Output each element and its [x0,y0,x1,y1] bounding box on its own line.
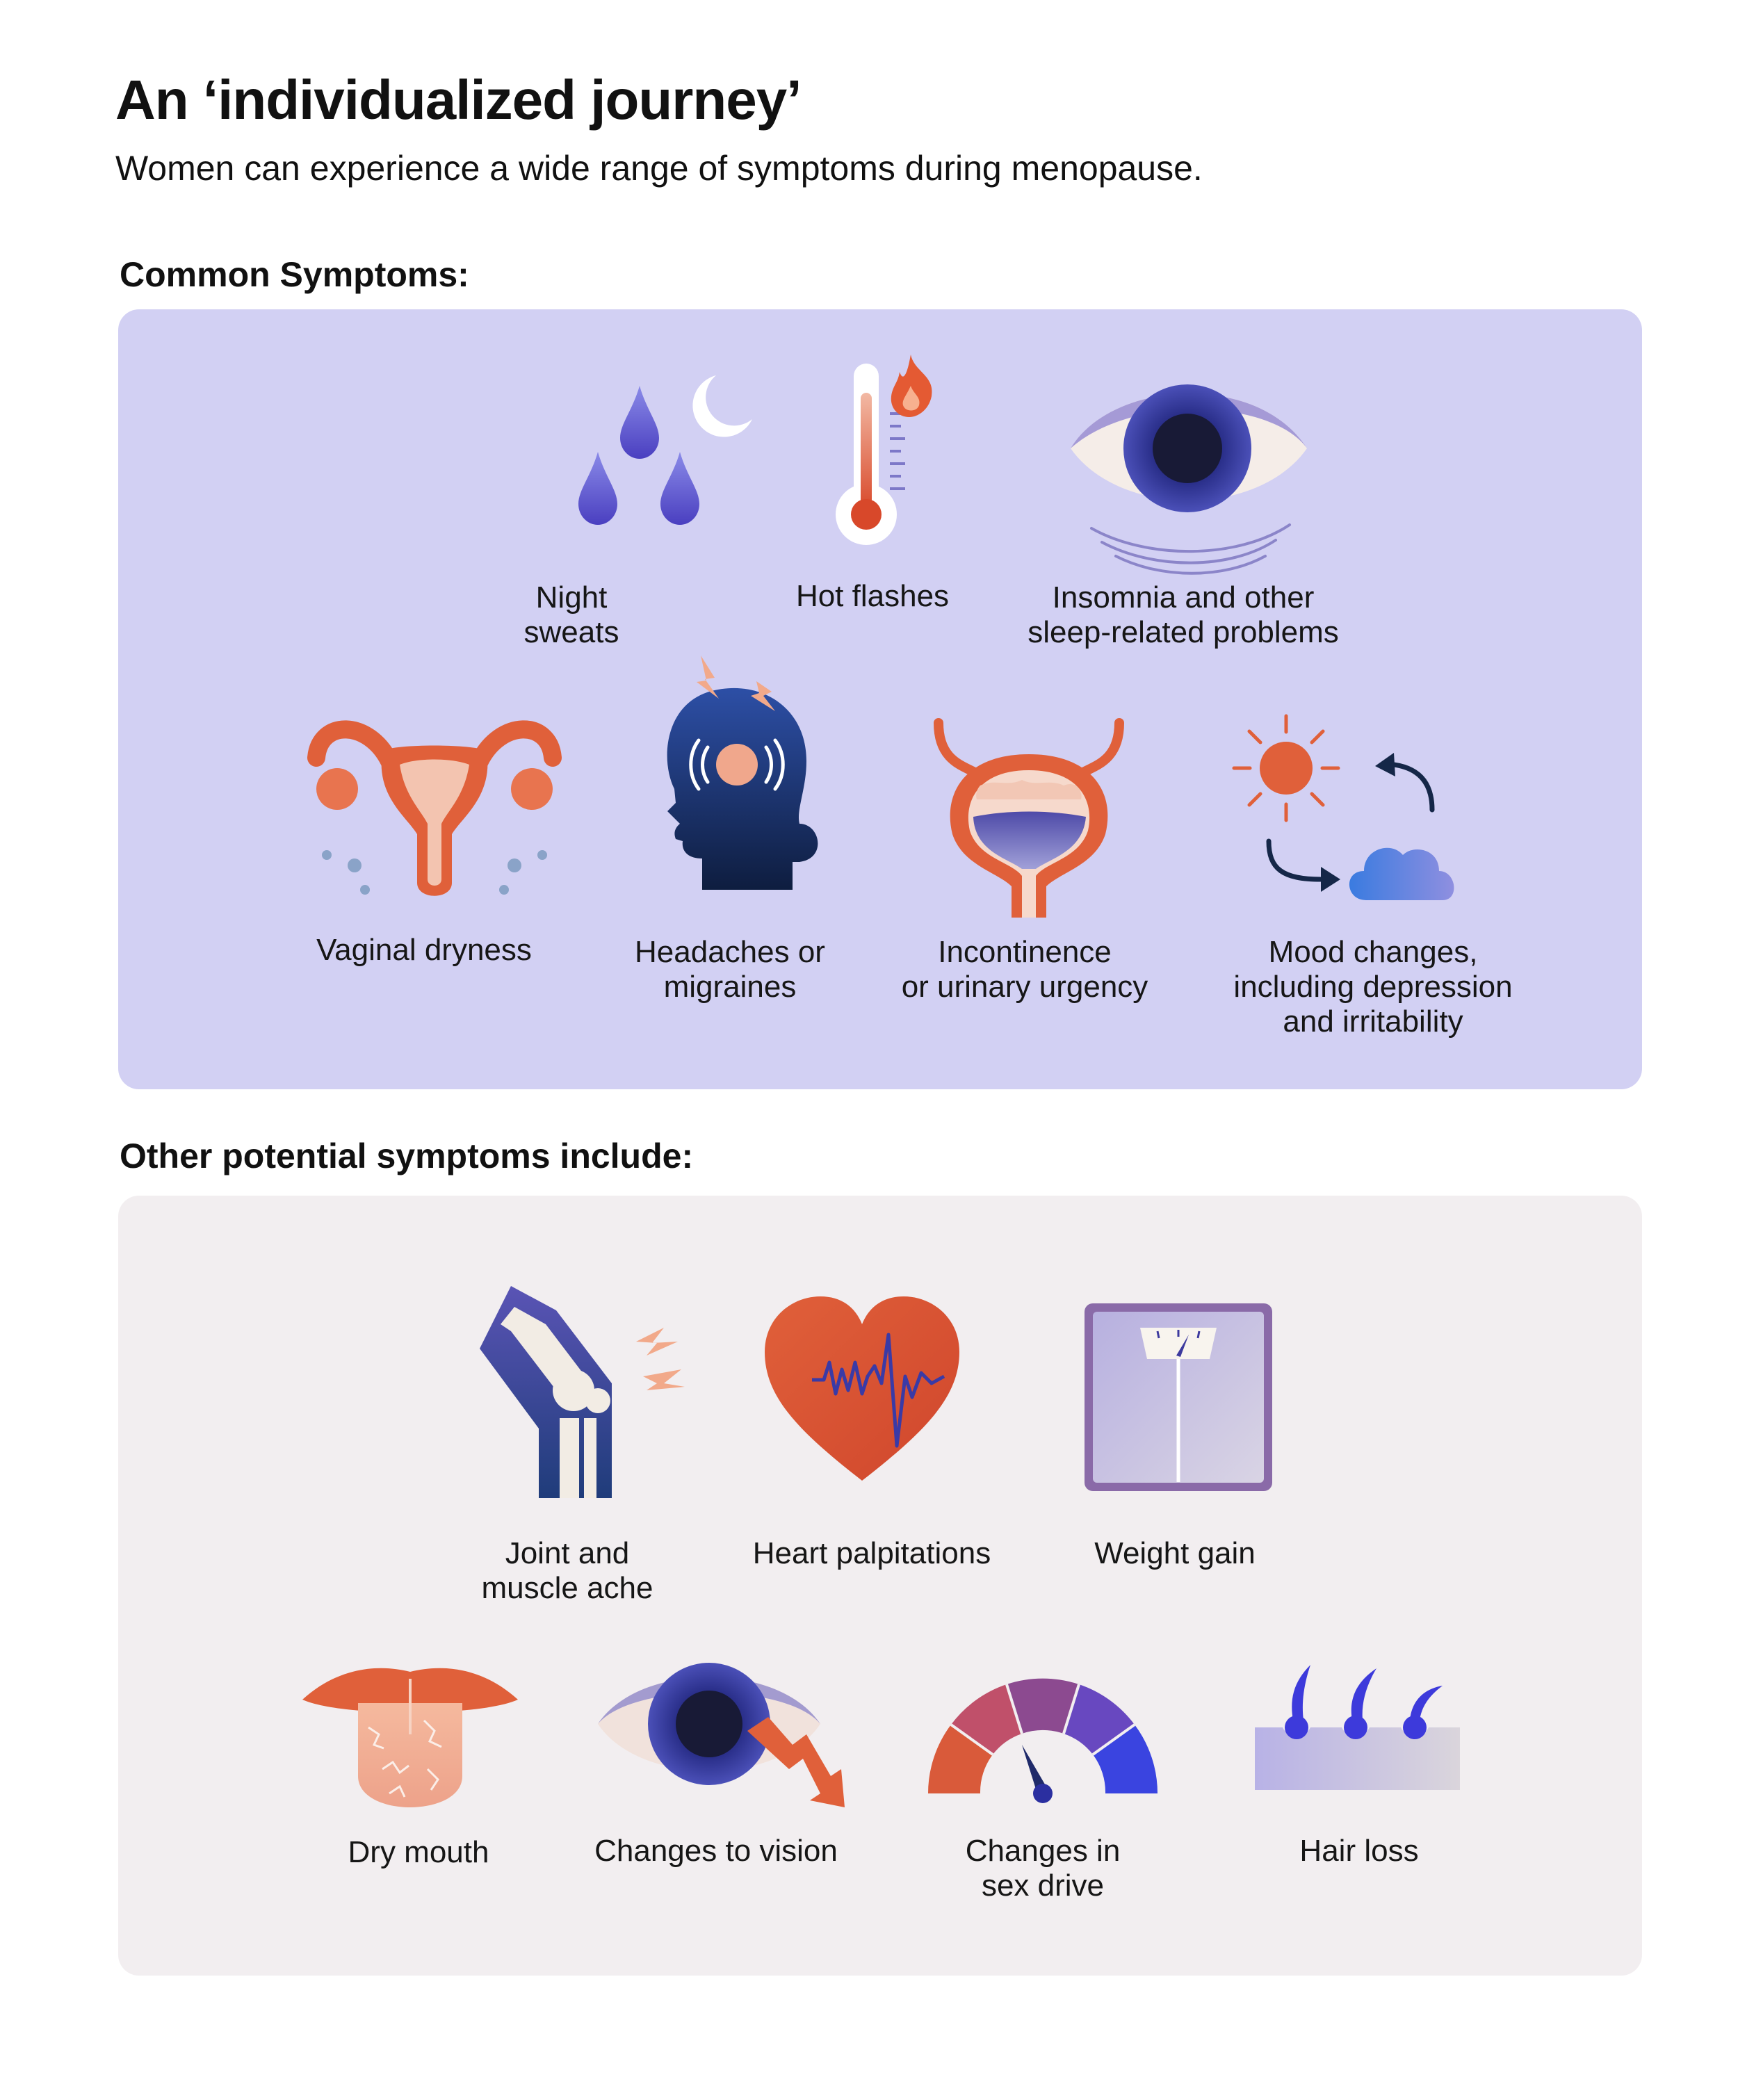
label-insomnia: Insomnia and other sleep-related problem… [1028,580,1339,649]
uterus-icon [307,720,562,896]
label-weight-gain: Weight gain [1094,1536,1256,1570]
thermometer-flame-icon [836,355,932,545]
label-dry-mouth: Dry mouth [348,1835,489,1869]
page-subtitle: Women can experience a wide range of sym… [115,149,1203,188]
page-title: An ‘individualized journey’ [115,69,802,131]
label-night-sweats: Night sweats [523,580,619,649]
label-headaches: Headaches or migraines [635,935,825,1004]
label-incontinence: Incontinence or urinary urgency [901,935,1148,1004]
label-hair-loss: Hair loss [1299,1834,1419,1868]
other-symptoms-heading: Other potential symptoms include: [120,1137,694,1175]
hair-follicle-icon [1255,1665,1460,1790]
common-symptoms-heading: Common Symptoms: [120,255,469,294]
label-joint-ache: Joint and muscle ache [481,1536,653,1605]
label-hot-flashes: Hot flashes [795,579,950,613]
eye-icon [1071,384,1307,575]
sweat-drops-moon-icon [578,375,752,525]
knee-joint-icon [480,1286,685,1498]
gauge-icon [928,1678,1158,1803]
heart-pulse-icon [765,1296,959,1481]
label-mood-changes: Mood changes, including depression and i… [1233,935,1513,1039]
other-symptoms-panel: Joint and muscle ache Heart palpitations… [118,1196,1642,1976]
cracked-tongue-icon [302,1668,518,1807]
label-changes-vision: Changes to vision [594,1834,838,1868]
label-vaginal-dryness: Vaginal dryness [316,933,532,967]
bladder-icon [934,718,1124,918]
sun-cloud-cycle-icon [1232,714,1454,900]
common-symptoms-panel: Night sweats Hot flashes [118,309,1642,1089]
scale-icon [1085,1303,1272,1491]
label-changes-sex-drive: Changes in sex drive [965,1834,1121,1903]
head-lightning-icon [667,656,818,890]
label-heart-palpitations: Heart palpitations [752,1536,991,1570]
eye-down-arrow-icon [598,1663,845,1807]
